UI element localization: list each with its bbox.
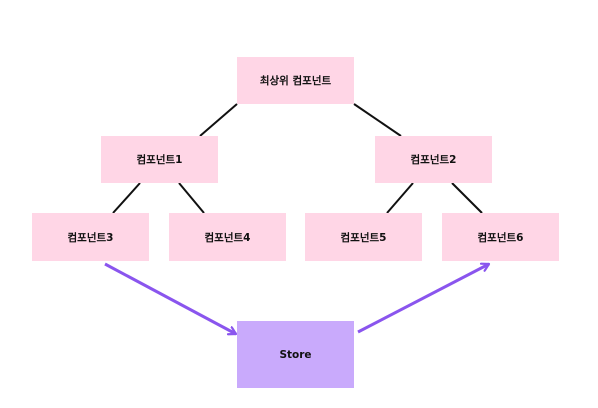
node-component-1: 컴포넌트1 bbox=[101, 136, 218, 183]
edge-c2-c6 bbox=[451, 182, 483, 214]
node-root-component: 최상위 컴포넌트 bbox=[237, 57, 354, 104]
node-component-2: 컴포넌트2 bbox=[375, 136, 492, 183]
node-component-4: 컴포넌트4 bbox=[169, 213, 286, 261]
node-component-6: 컴포넌트6 bbox=[442, 213, 559, 261]
node-component-3: 컴포넌트3 bbox=[32, 213, 149, 261]
edge-root-c1 bbox=[199, 103, 238, 137]
arrow-c3-to-store bbox=[104, 262, 236, 334]
arrow-store-to-c6 bbox=[357, 264, 489, 334]
edge-c1-c4 bbox=[178, 182, 205, 214]
node-component-5: 컴포넌트5 bbox=[305, 213, 422, 261]
node-store: Store bbox=[237, 321, 354, 388]
edge-c2-c5 bbox=[386, 182, 414, 214]
edge-c1-c3 bbox=[112, 182, 141, 214]
edge-root-c2 bbox=[353, 103, 402, 137]
